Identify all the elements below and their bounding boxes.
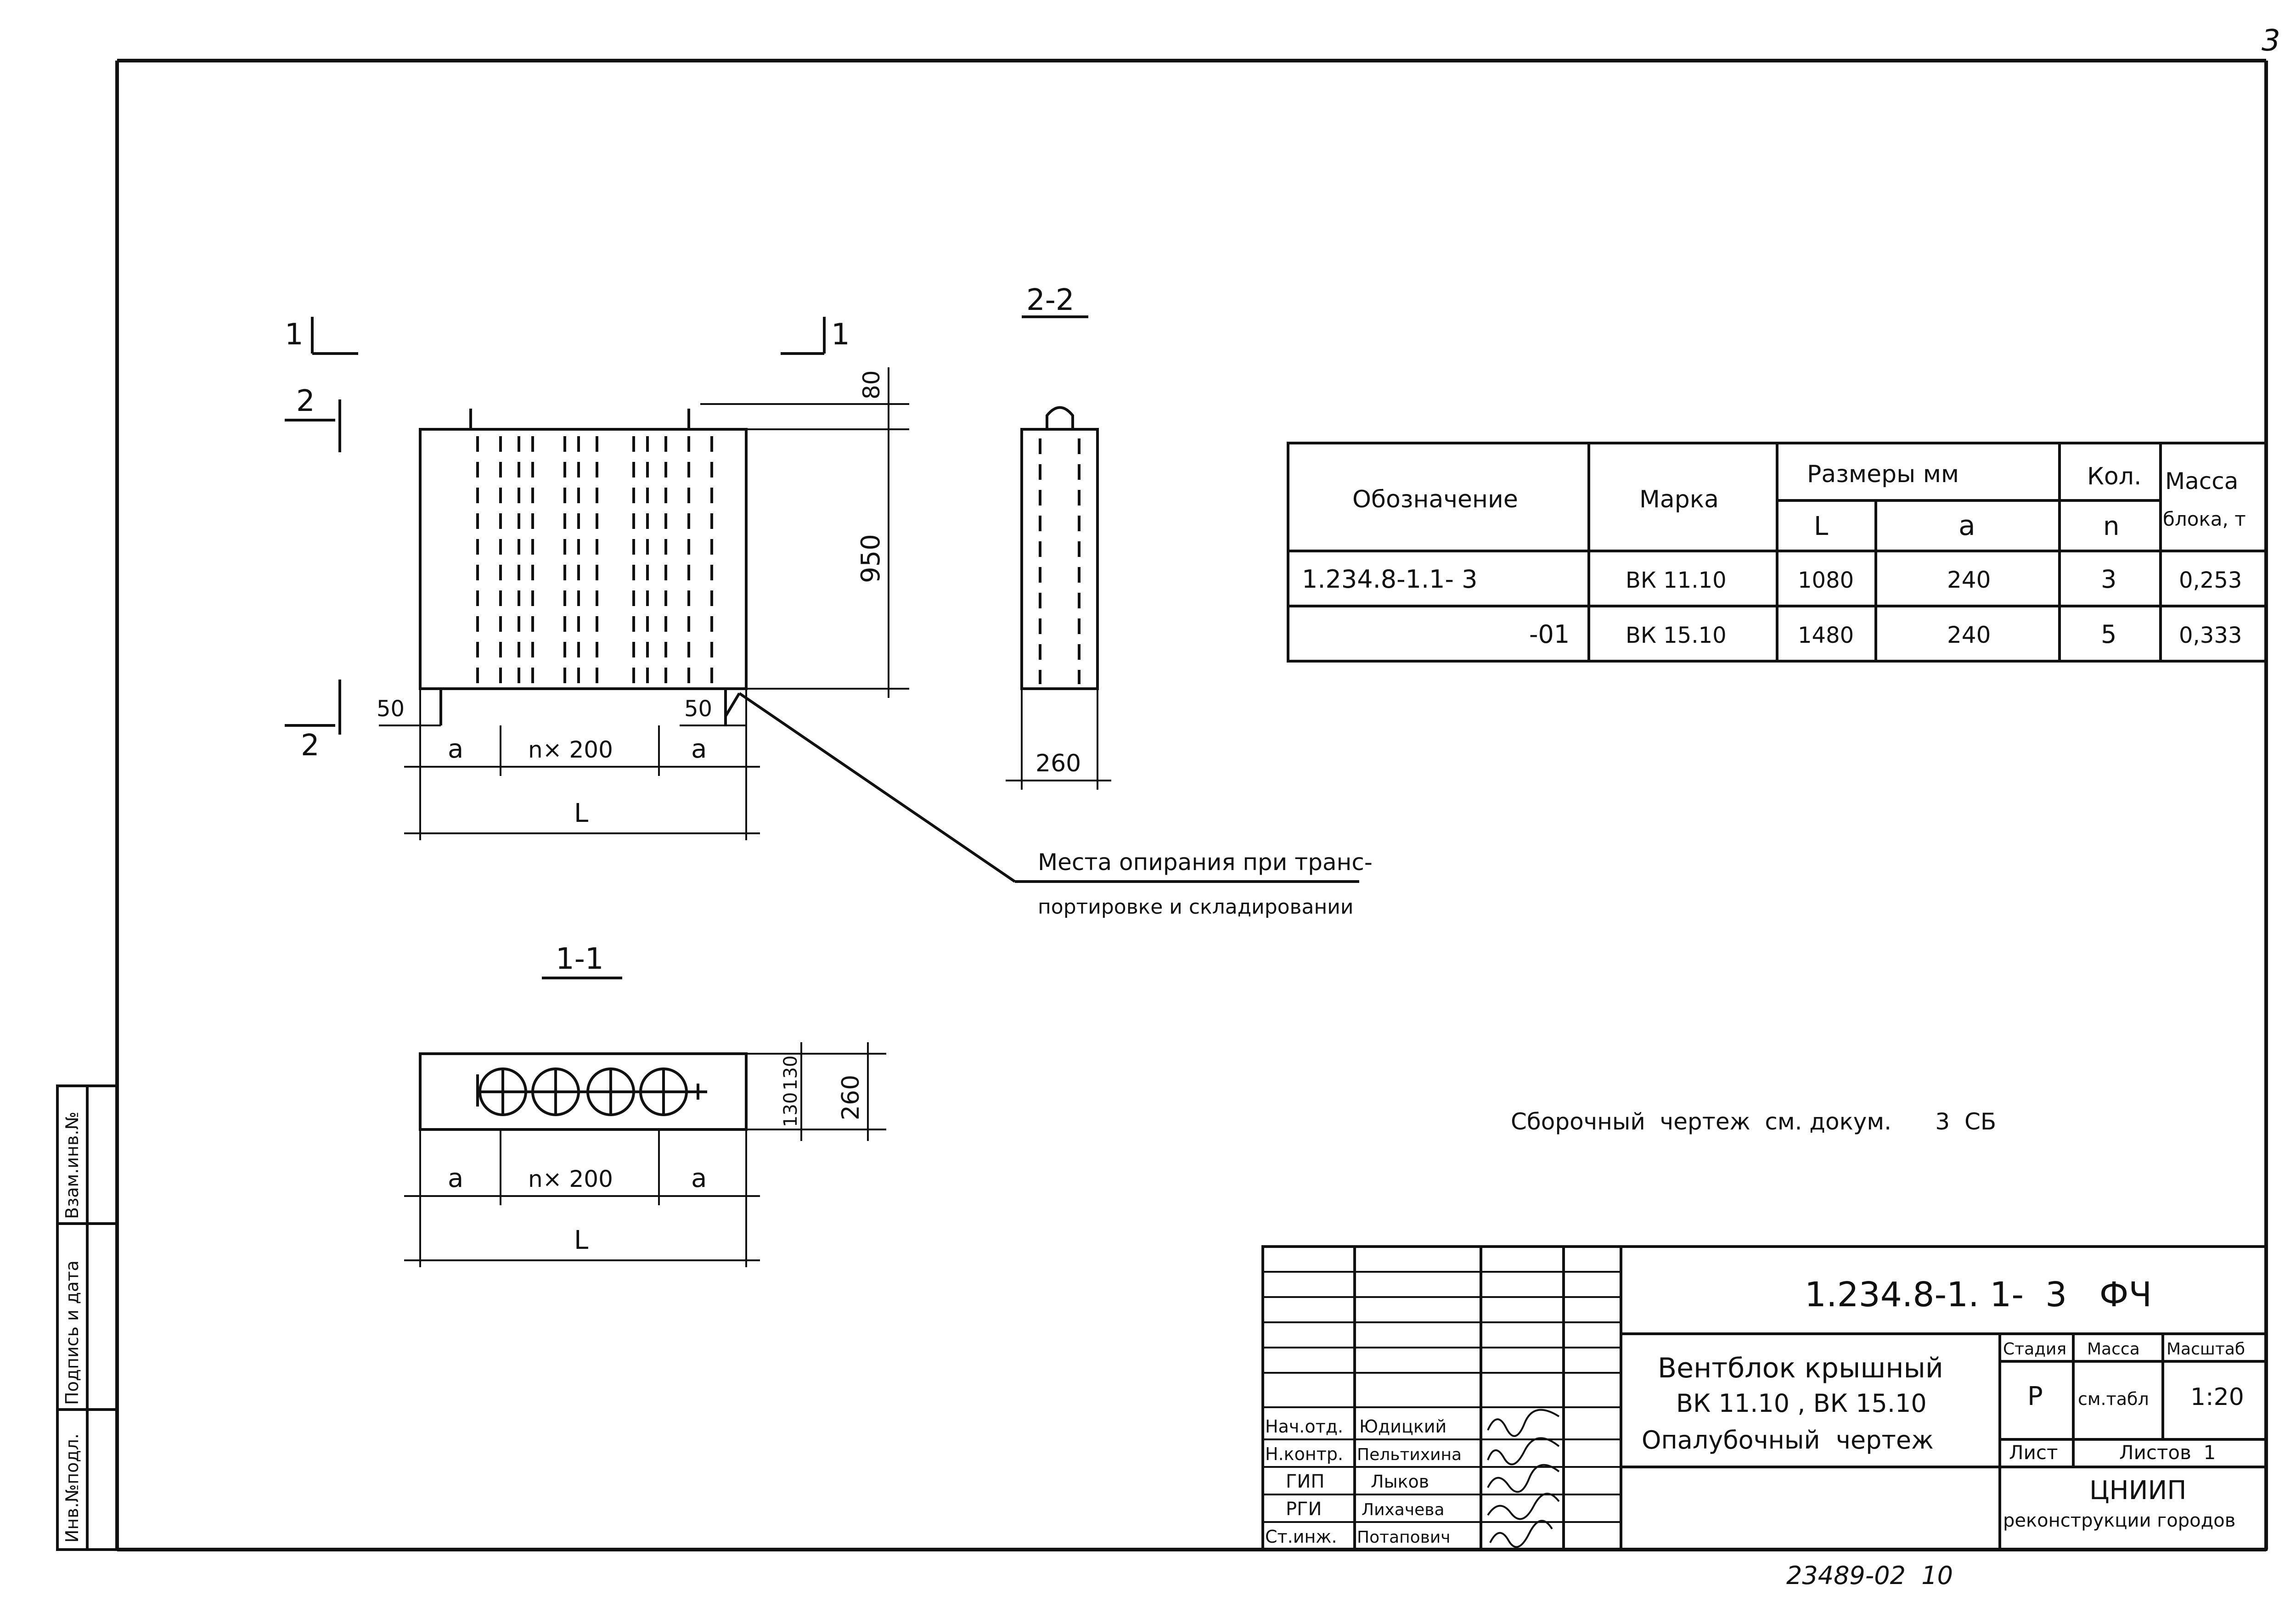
dim-L: L [574, 798, 588, 828]
title-block: 1.234.8-1. 1- 3 ФЧ Вентблок крышный ВК 1… [1261, 1245, 2268, 1551]
mass-label: Масса [2087, 1340, 2140, 1359]
support-note-line1: Места опирания при транс- [1038, 849, 1373, 876]
name-4: Лихачева [1362, 1500, 1445, 1519]
stage-label: Стадия [2003, 1340, 2066, 1359]
spec-table: Обозначение Марка Размеры мм L a Кол. n … [1287, 442, 2268, 663]
page-number: 3 [2262, 24, 2280, 58]
row1-designation: 1.234.8-1.1- 3 [1302, 565, 1477, 594]
cut-mark-2-top: 2 [296, 384, 315, 418]
row1-mark: ВК 11.10 [1626, 567, 1727, 593]
dim-n200-section-1: n× 200 [528, 1166, 613, 1192]
dim-260-section-1: 260 [837, 1075, 865, 1120]
role-5: Ст.инж. [1265, 1527, 1337, 1547]
row1-a: 240 [1947, 567, 1991, 593]
title-line-2: ВК 11.10 , ВК 15.10 [1676, 1389, 1927, 1418]
hidden-channels [476, 436, 713, 684]
name-1: Юдицкий [1359, 1416, 1446, 1437]
signature-2 [1487, 1437, 1560, 1466]
role-2: Н.контр. [1265, 1444, 1343, 1464]
row2-mass: 0,333 [2179, 623, 2242, 648]
row2-designation: -01 [1529, 620, 1570, 649]
th-designation: Обозначение [1352, 486, 1518, 513]
dim-260-section-2: 260 [1035, 750, 1081, 777]
row1-mass: 0,253 [2179, 567, 2242, 593]
row2-mark: ВК 15.10 [1626, 623, 1727, 648]
signature-5 [1489, 1520, 1553, 1548]
dim-a-right: a [691, 734, 707, 764]
side-stamp: Инв.№подл. Подпись и дата Взам.инв.№ [56, 1084, 118, 1551]
sheet-label: Лист [2009, 1441, 2058, 1464]
side-stamp-replace-label: Взам.инв.№ [62, 1112, 82, 1219]
scale-value: 1:20 [2190, 1383, 2244, 1411]
doc-code: 1.234.8-1. 1- 3 ФЧ [1805, 1275, 2152, 1315]
org-line-2: реконструкции городов [2003, 1510, 2235, 1531]
th-mark: Марка [1639, 486, 1719, 513]
dim-50-left: 50 [377, 696, 405, 722]
block-outline-front [419, 428, 748, 690]
stage-value: Р [2027, 1382, 2043, 1411]
title-line-3: Опалубочный чертеж [1642, 1426, 1934, 1455]
mass-value: см.табл [2078, 1389, 2149, 1409]
dim-L-section-1: L [574, 1225, 588, 1255]
th-sizes: Размеры мм [1807, 461, 1959, 488]
dim-130-b: 130 [780, 1056, 801, 1090]
front-view: 1 1 2 2 80 950 50 50 a n× 200 a L [285, 317, 1359, 883]
role-3: ГИП [1286, 1471, 1324, 1492]
scale-label: Масштаб [2167, 1340, 2245, 1359]
th-a: a [1958, 510, 1975, 542]
side-stamp-sign-label: Подпись и дата [62, 1260, 82, 1405]
th-qty: Кол. [2087, 463, 2142, 490]
row2-n: 5 [2101, 620, 2116, 649]
th-mass-1: Масса [2165, 468, 2238, 494]
dim-n200: n× 200 [528, 736, 613, 763]
cut-mark-2-bottom: 2 [301, 729, 320, 763]
dim-130-a: 130 [780, 1092, 801, 1127]
section-1-1: 1-1 130 130 260 a n× 200 a L [404, 942, 886, 1267]
th-mass-2: блока, т [2163, 508, 2246, 530]
name-3: Лыков [1371, 1472, 1429, 1492]
role-4: РГИ [1286, 1499, 1322, 1520]
row1-n: 3 [2101, 565, 2116, 594]
dim-a-left-section-1: a [448, 1163, 463, 1193]
row1-L: 1080 [1798, 567, 1854, 593]
signature-1 [1487, 1409, 1560, 1437]
section-2-2-title: 2-2 [1026, 283, 1075, 317]
assembly-note: Сборочный чертеж см. докум. 3 СБ [1511, 1108, 1996, 1135]
section-1-1-title: 1-1 [556, 942, 604, 976]
th-n: n [2103, 511, 2120, 541]
bottom-code: 23489-02 10 [1786, 1561, 1953, 1590]
dim-50-right: 50 [684, 696, 712, 722]
dim-a-left: a [448, 734, 463, 764]
signature-3 [1487, 1464, 1560, 1493]
name-2: Пельтихина [1357, 1445, 1462, 1464]
title-line-1: Вентблок крышный [1658, 1352, 1943, 1384]
role-1: Нач.отд. [1265, 1416, 1343, 1437]
cut-mark-1-right: 1 [831, 318, 850, 352]
row2-L: 1480 [1798, 623, 1854, 648]
section-2-2: 2-2 260 [1006, 283, 1111, 790]
dim-80: 80 [858, 370, 885, 399]
cut-mark-1-left: 1 [285, 318, 304, 352]
row2-a: 240 [1947, 622, 1991, 648]
side-stamp-inv-label: Инв.№подл. [62, 1433, 82, 1543]
dim-950: 950 [856, 534, 886, 583]
signature-4 [1487, 1493, 1560, 1520]
org-line-1: ЦНИИП [2089, 1476, 2186, 1506]
sheets-label: Листов 1 [2119, 1441, 2216, 1464]
dim-a-right-section-1: a [691, 1163, 707, 1193]
th-L: L [1814, 511, 1828, 541]
support-note-line2: портировке и складировании [1038, 895, 1353, 919]
name-5: Потапович [1357, 1528, 1451, 1547]
